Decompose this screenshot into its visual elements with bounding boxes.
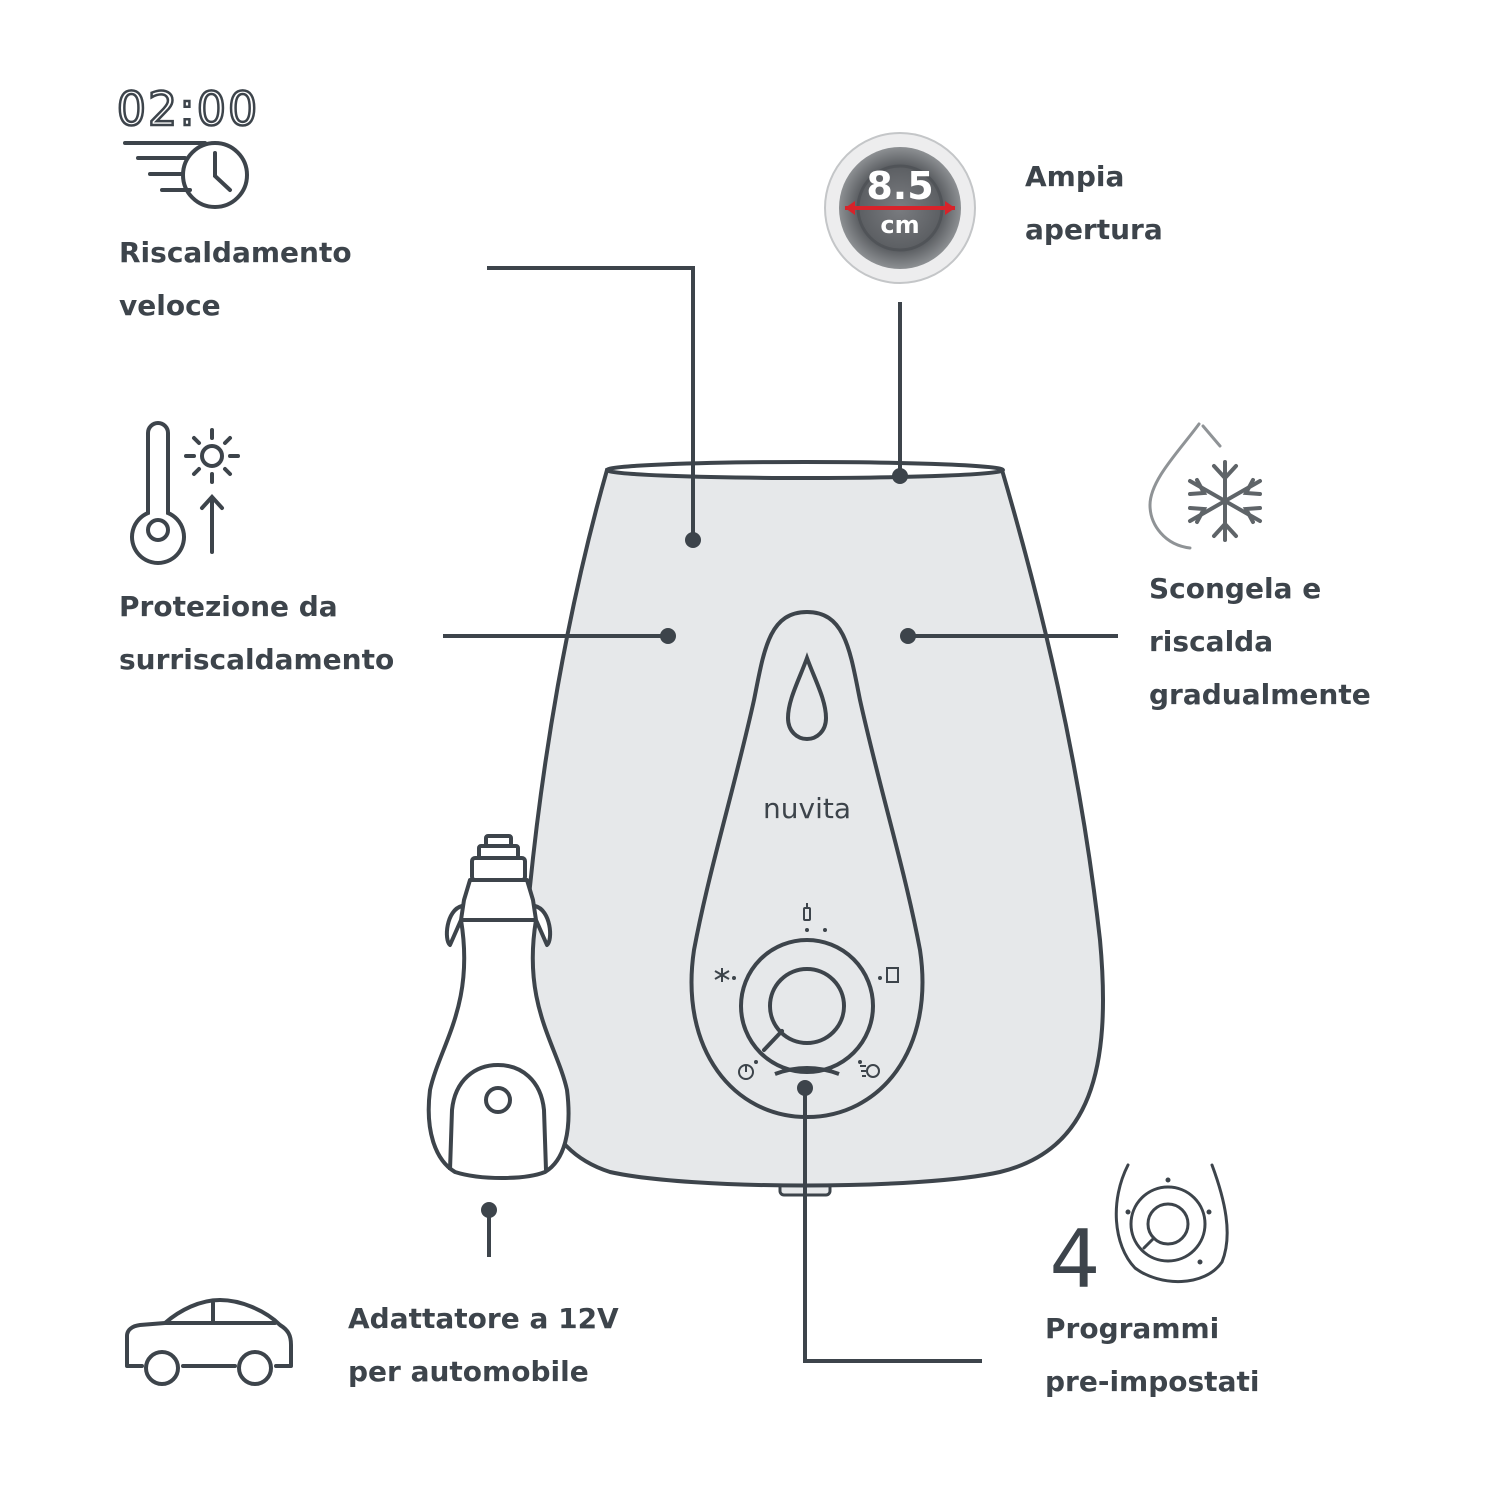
- leader-fast-heating: [487, 266, 695, 540]
- feature-defrost: Scongela e riscalda gradualmente: [1149, 562, 1371, 721]
- feature-programs: Programmi pre-impostati: [1045, 1302, 1259, 1408]
- program-dial-icon: 4: [1050, 1163, 1229, 1306]
- feature-overheat-line1: Protezione da: [119, 590, 338, 623]
- feature-programs-line2: pre-impostati: [1045, 1365, 1260, 1398]
- feature-defrost-line3: gradualmente: [1149, 678, 1371, 711]
- feature-car-adapter: Adattatore a 12V per automobile: [348, 1292, 619, 1398]
- control-panel: nuvita: [689, 609, 925, 1120]
- feature-defrost-line1: Scongela e: [1149, 572, 1322, 605]
- brand-logo: nuvita: [763, 792, 851, 825]
- feature-fast-heating-line2: veloce: [119, 289, 221, 322]
- fast-timer-icon: 02:00: [115, 81, 260, 209]
- jar-mode-icon: [886, 967, 899, 983]
- feature-overheat-line2: surriscaldamento: [119, 643, 395, 676]
- program-dial-ring: [739, 938, 875, 1074]
- snowflake-mode-icon: [714, 968, 730, 982]
- feature-programs-line1: Programmi: [1045, 1312, 1220, 1345]
- opening-diameter-icon: 8.5 cm: [824, 132, 976, 284]
- opening-unit: cm: [880, 211, 919, 239]
- feature-fast-heating: Riscaldamento veloce: [119, 226, 352, 332]
- clock-display-text: 02:00: [117, 82, 260, 136]
- feature-wide-opening: Ampia apertura: [1025, 150, 1163, 256]
- car-icon: [125, 1298, 293, 1386]
- program-dial-knob[interactable]: [768, 967, 846, 1045]
- drop-indicator-icon: [785, 652, 829, 742]
- feature-fast-heating-line1: Riscaldamento: [119, 236, 352, 269]
- fast-mode-icon: [860, 1064, 880, 1078]
- drop-snowflake-icon: [1148, 422, 1262, 550]
- feature-wide-opening-line1: Ampia: [1025, 160, 1125, 193]
- bottle-mode-icon: [803, 903, 811, 921]
- leader-programs: [803, 1088, 982, 1363]
- feature-car-adapter-line2: per automobile: [348, 1355, 589, 1388]
- feature-defrost-line2: riscalda: [1149, 625, 1274, 658]
- car-adapter-plug: [426, 834, 571, 1180]
- feature-wide-opening-line2: apertura: [1025, 213, 1163, 246]
- thermometer-sun-icon: [130, 421, 240, 565]
- feature-overheat-protection: Protezione da surriscaldamento: [119, 580, 394, 686]
- programs-count: 4: [1050, 1213, 1101, 1306]
- feature-car-adapter-line1: Adattatore a 12V: [348, 1302, 619, 1335]
- power-icon: [738, 1064, 754, 1080]
- opening-value: 8.5: [866, 164, 933, 208]
